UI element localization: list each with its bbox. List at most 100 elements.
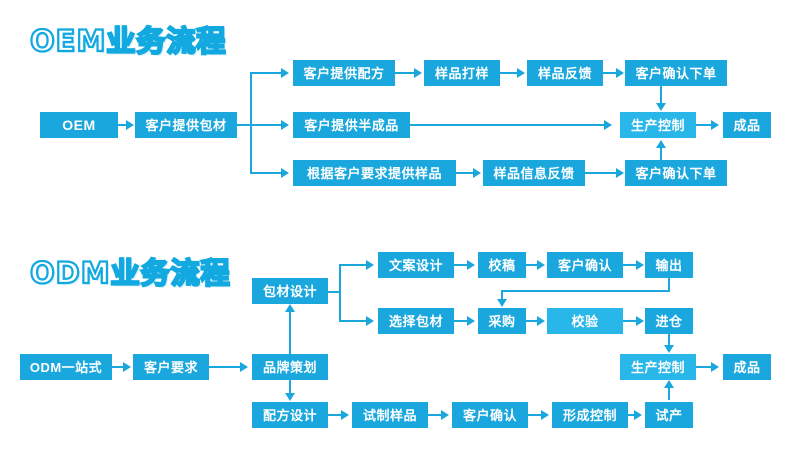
node-oem-customer-provides-packaging[interactable]: 客户提供包材: [135, 112, 237, 138]
connector-b1-3-4: [603, 72, 617, 74]
arrowhead-b3-up-to-merge: [656, 140, 666, 148]
node-odm-output[interactable]: 输出: [645, 252, 693, 278]
connector-packdesign-to-bus: [328, 291, 340, 293]
connector-output-into-purchase: [501, 290, 503, 300]
connector-b3-1-2: [456, 172, 474, 174]
connector-bus-to-branch1: [250, 72, 282, 74]
connector-b1-2-3: [500, 72, 518, 74]
connector-bus-to-copy: [339, 264, 367, 266]
arrowhead-branch2: [281, 120, 289, 130]
connector-trial-to-merge: [668, 388, 670, 400]
node-odm-start[interactable]: ODM一站式: [20, 354, 112, 380]
arrowhead-oem-start-to-hub: [126, 120, 134, 130]
connector-warehouse-to-merge: [668, 334, 670, 346]
connector-copy-3-4: [623, 264, 637, 266]
node-odm-brand-planning[interactable]: 品牌策划: [252, 354, 328, 380]
node-odm-packaging-design[interactable]: 包材设计: [252, 278, 328, 304]
connector-mat-3-4: [623, 320, 637, 322]
arrowhead-planning-to-packdesign: [285, 304, 295, 312]
node-odm-proofreading[interactable]: 校稿: [478, 252, 526, 278]
connector-bus-to-branch2: [250, 124, 282, 126]
node-odm-warehouse-in[interactable]: 进仓: [645, 308, 693, 334]
arrowhead-branch1: [281, 68, 289, 78]
connector-b3-2-3: [585, 172, 617, 174]
node-odm-production-control[interactable]: 生产控制: [620, 354, 696, 380]
connector-odm-start-to-requirement: [112, 366, 124, 368]
arrowhead-copy-2-3: [537, 260, 545, 270]
arrowhead-b3-2-3: [616, 168, 624, 178]
connector-bus-to-branch3: [250, 172, 282, 174]
connector-odm-merge-to-output: [696, 366, 712, 368]
connector-form-2-3: [428, 414, 442, 416]
node-odm-formula-design[interactable]: 配方设计: [252, 402, 328, 428]
node-odm-trial-production[interactable]: 试产: [645, 402, 693, 428]
arrowhead-planning-to-formula: [285, 393, 295, 401]
node-odm-customer-requirement[interactable]: 客户要求: [133, 354, 209, 380]
connector-bus-to-material: [339, 320, 367, 322]
connector-b1-1-2: [395, 72, 415, 74]
arrowhead-trial-to-merge: [664, 380, 674, 388]
arrowhead-warehouse-to-merge: [664, 345, 674, 353]
node-oem-sample-feedback[interactable]: 样品反馈: [527, 60, 603, 86]
connector-planning-to-formula: [289, 380, 291, 394]
node-odm-trial-sample[interactable]: 试制样品: [352, 402, 428, 428]
connector-oem-start-to-hub: [118, 124, 127, 126]
connector-bus-vertical: [250, 72, 252, 173]
arrowhead-odm-start-to-requirement: [123, 362, 131, 372]
connector-form-4-5: [628, 414, 635, 416]
connector-output-down: [668, 278, 670, 291]
arrowhead-mat-2-3: [537, 316, 545, 326]
node-oem-customer-confirms-order-top[interactable]: 客户确认下单: [625, 60, 727, 86]
node-oem-sample-per-customer-request[interactable]: 根据客户要求提供样品: [293, 160, 456, 186]
arrowhead-copy-1-2: [467, 260, 475, 270]
node-oem-production-control[interactable]: 生产控制: [620, 112, 696, 138]
connector-hub-to-bus: [237, 124, 251, 126]
connector-copy-1-2: [454, 264, 468, 266]
connector-mat-1-2: [454, 320, 468, 322]
odm-section-title: ODM业务流程: [29, 255, 231, 291]
arrowhead-mat-3-4: [636, 316, 644, 326]
node-oem-customer-provides-semifinished[interactable]: 客户提供半成品: [293, 112, 410, 138]
connector-copy-2-3: [526, 264, 538, 266]
node-odm-copywriting-design[interactable]: 文案设计: [378, 252, 454, 278]
arrowhead-form-2-3: [441, 410, 449, 420]
node-odm-select-packaging[interactable]: 选择包材: [378, 308, 454, 334]
arrowhead-b1-1-2: [414, 68, 422, 78]
connector-b3-up-to-merge: [660, 148, 662, 160]
arrowhead-requirement-to-planning: [240, 362, 248, 372]
arrowhead-b1-2-3: [517, 68, 525, 78]
connector-b1-down-to-merge: [660, 86, 662, 104]
connector-form-1-2: [328, 414, 342, 416]
node-odm-customer-confirm-copy[interactable]: 客户确认: [547, 252, 623, 278]
node-oem-start[interactable]: OEM: [40, 112, 118, 138]
arrowhead-form-3-4: [541, 410, 549, 420]
node-odm-form-control[interactable]: 形成控制: [552, 402, 628, 428]
node-odm-purchase[interactable]: 采购: [478, 308, 526, 334]
arrowhead-branch3: [281, 168, 289, 178]
connector-oem-merge-to-output: [696, 124, 712, 126]
arrowhead-output-into-purchase: [497, 299, 507, 307]
connector-b2-to-merge: [410, 124, 605, 126]
node-oem-customer-provides-formula[interactable]: 客户提供配方: [293, 60, 395, 86]
node-oem-sample-info-feedback[interactable]: 样品信息反馈: [483, 160, 585, 186]
arrowhead-oem-merge-to-output: [711, 120, 719, 130]
connector-requirement-to-planning: [209, 366, 241, 368]
arrowhead-odm-merge-to-output: [711, 362, 719, 372]
arrowhead-bus-to-material: [366, 316, 374, 326]
connector-planning-to-packdesign: [289, 312, 291, 354]
arrowhead-b1-down-to-merge: [656, 103, 666, 111]
connector-output-left: [501, 290, 670, 292]
arrowhead-copy-3-4: [636, 260, 644, 270]
node-oem-customer-confirms-order-bottom[interactable]: 客户确认下单: [625, 160, 727, 186]
connector-mat-2-3: [526, 320, 538, 322]
node-oem-finished-product[interactable]: 成品: [723, 112, 771, 138]
node-oem-sample-making[interactable]: 样品打样: [424, 60, 500, 86]
arrowhead-form-4-5: [634, 410, 642, 420]
node-odm-finished-product[interactable]: 成品: [723, 354, 771, 380]
arrowhead-bus-to-copy: [366, 260, 374, 270]
connector-odm-bus-vertical: [339, 264, 341, 321]
arrowhead-b2-to-merge: [604, 120, 612, 130]
node-odm-customer-confirm-formula[interactable]: 客户确认: [452, 402, 528, 428]
arrowhead-form-1-2: [341, 410, 349, 420]
node-odm-inspection[interactable]: 校验: [547, 308, 623, 334]
